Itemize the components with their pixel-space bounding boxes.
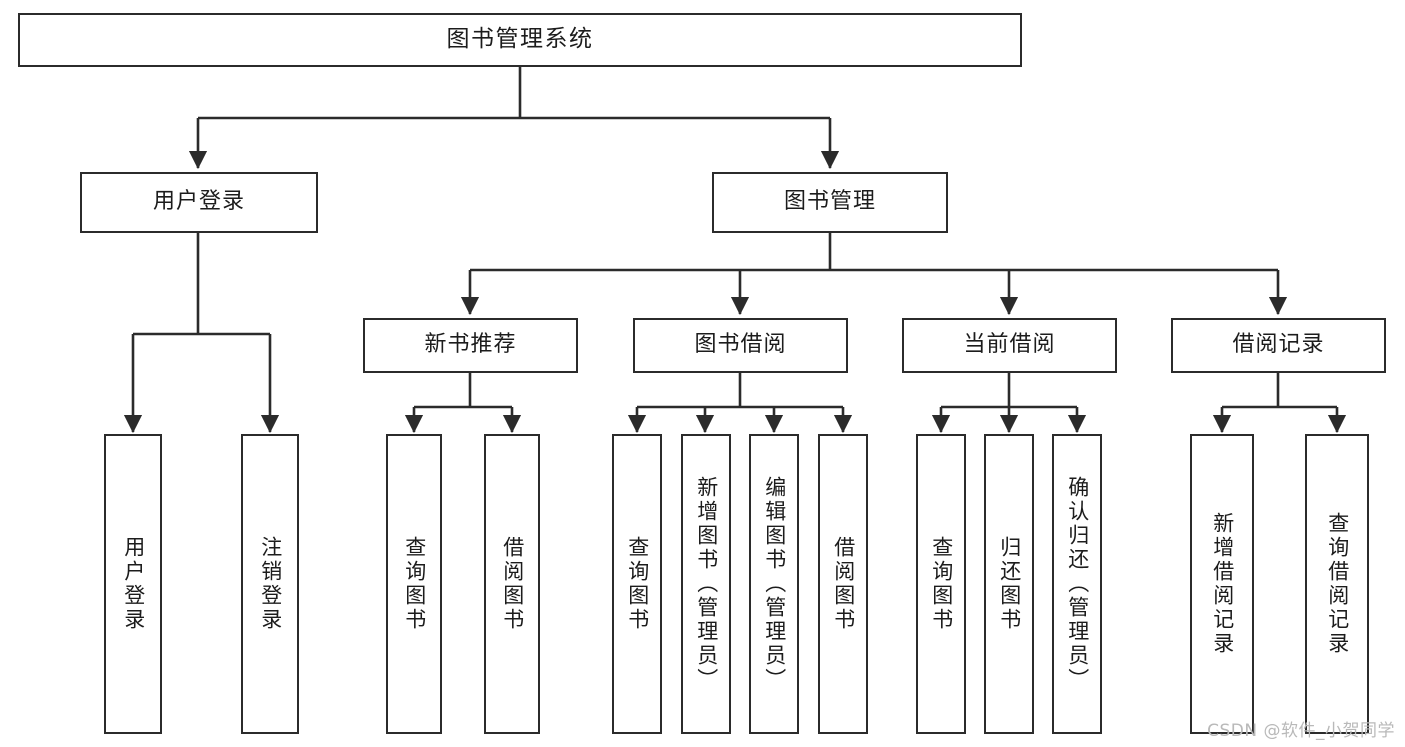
node-new-book-recommend-label: 新书推荐 — [424, 332, 517, 358]
node-leaf-borrow-book-label: 借阅图书 — [831, 536, 856, 632]
node-root-label: 图书管理系统 — [446, 26, 594, 53]
node-leaf-query-borrow-record-label: 查询借阅记录 — [1325, 512, 1350, 656]
node-leaf-add-borrow-record[interactable]: 新增借阅记录 — [1190, 434, 1254, 734]
node-leaf-borrow-book-recommend[interactable]: 借阅图书 — [484, 434, 540, 734]
node-user-login-label: 用户登录 — [152, 189, 245, 215]
node-leaf-logout[interactable]: 注销登录 — [241, 434, 299, 734]
node-borrow-record[interactable]: 借阅记录 — [1171, 318, 1386, 373]
node-book-management[interactable]: 图书管理 — [712, 172, 948, 233]
node-leaf-borrow-book[interactable]: 借阅图书 — [818, 434, 868, 734]
node-book-management-label: 图书管理 — [783, 189, 876, 215]
node-root[interactable]: 图书管理系统 — [18, 13, 1022, 67]
csdn-watermark: CSDN @软件_小贺同学 — [1207, 721, 1395, 741]
node-leaf-confirm-return[interactable]: 确认归还（管理员） — [1052, 434, 1102, 734]
node-current-borrow-label: 当前借阅 — [963, 332, 1056, 358]
node-leaf-query-book-recommend-label: 查询图书 — [402, 536, 427, 632]
node-leaf-add-book[interactable]: 新增图书（管理员） — [681, 434, 731, 734]
node-leaf-add-borrow-record-label: 新增借阅记录 — [1210, 512, 1235, 656]
node-leaf-query-borrow-record[interactable]: 查询借阅记录 — [1305, 434, 1369, 734]
node-leaf-query-book-borrow[interactable]: 查询图书 — [612, 434, 662, 734]
node-leaf-confirm-return-label: 确认归还（管理员） — [1065, 476, 1090, 692]
node-leaf-edit-book-label: 编辑图书（管理员） — [762, 476, 787, 692]
node-leaf-query-book-current[interactable]: 查询图书 — [916, 434, 966, 734]
node-leaf-logout-label: 注销登录 — [258, 536, 283, 632]
node-leaf-query-book-recommend[interactable]: 查询图书 — [386, 434, 442, 734]
node-current-borrow[interactable]: 当前借阅 — [902, 318, 1117, 373]
node-book-borrow[interactable]: 图书借阅 — [633, 318, 848, 373]
node-leaf-query-book-borrow-label: 查询图书 — [625, 536, 650, 632]
node-leaf-user-login[interactable]: 用户登录 — [104, 434, 162, 734]
node-leaf-borrow-book-recommend-label: 借阅图书 — [500, 536, 525, 632]
node-leaf-query-book-current-label: 查询图书 — [929, 536, 954, 632]
node-new-book-recommend[interactable]: 新书推荐 — [363, 318, 578, 373]
node-leaf-user-login-label: 用户登录 — [121, 536, 146, 632]
node-leaf-edit-book[interactable]: 编辑图书（管理员） — [749, 434, 799, 734]
node-user-login[interactable]: 用户登录 — [80, 172, 318, 233]
node-leaf-return-book-label: 归还图书 — [997, 536, 1022, 632]
node-leaf-return-book[interactable]: 归还图书 — [984, 434, 1034, 734]
node-leaf-add-book-label: 新增图书（管理员） — [694, 476, 719, 692]
node-book-borrow-label: 图书借阅 — [694, 332, 787, 358]
node-borrow-record-label: 借阅记录 — [1232, 332, 1325, 358]
